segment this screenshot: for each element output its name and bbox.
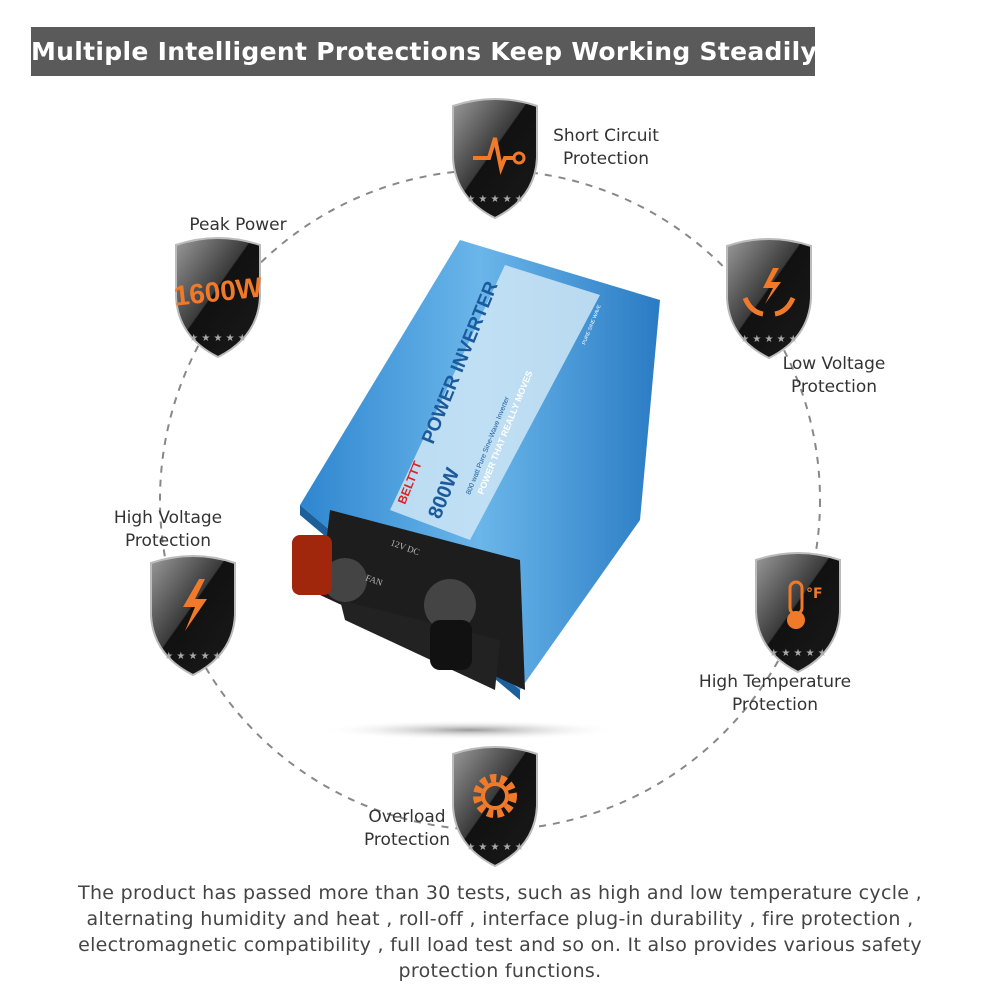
svg-text:★ ★ ★ ★ ★: ★ ★ ★ ★ ★ (740, 334, 798, 345)
description-text: The product has passed more than 30 test… (78, 882, 922, 982)
high-temperature-shield: °F ★ ★ ★ ★ ★ (755, 552, 841, 674)
label-line: Protection (363, 830, 450, 850)
thermometer-icon: °F (787, 580, 823, 629)
label-line: Peak Power (189, 215, 287, 235)
label-line: Low Voltage (782, 354, 886, 374)
label-line: Overload (368, 807, 446, 827)
label-line: Protection (790, 377, 877, 397)
power-inverter-image: 800W POWER INVERTER BELTTT 800 watt Pure… (292, 240, 660, 740)
low-voltage-shield: ★ ★ ★ ★ ★ (726, 238, 812, 360)
svg-text:★ ★ ★ ★ ★: ★ ★ ★ ★ ★ (769, 648, 827, 659)
label-line: High Voltage (113, 508, 223, 528)
dashed-circle: 800W POWER INVERTER BELTTT 800 watt Pure… (159, 169, 821, 831)
svg-text:★ ★ ★ ★ ★: ★ ★ ★ ★ ★ (189, 333, 247, 344)
label-line: Protection (731, 695, 818, 715)
svg-text:★ ★ ★ ★ ★: ★ ★ ★ ★ ★ (164, 651, 222, 662)
peak-power-shield: 1600W ★ ★ ★ ★ ★ (172, 237, 264, 359)
gear-icon (473, 774, 517, 818)
label-peak-power: Peak Power (180, 214, 296, 237)
label-line: High Temperature (698, 672, 852, 692)
lightning-icon (183, 579, 207, 631)
label-line: Protection (124, 531, 211, 551)
overload-shield: ★ ★ ★ ★ ★ (452, 746, 538, 868)
svg-text:★ ★ ★ ★ ★: ★ ★ ★ ★ ★ (466, 842, 524, 853)
hands-lightning-icon (742, 268, 796, 317)
pulse-icon (473, 137, 513, 175)
high-voltage-shield: ★ ★ ★ ★ ★ (150, 555, 236, 677)
short-circuit-shield: ★ ★ ★ ★ ★ (452, 98, 538, 220)
label-line: Short Circuit (553, 126, 659, 146)
svg-text:★ ★ ★ ★ ★: ★ ★ ★ ★ ★ (466, 194, 524, 205)
label-line: Protection (562, 149, 649, 169)
page-title: Multiple Intelligent Protections Keep Wo… (31, 27, 817, 76)
svg-text:°F: °F (806, 586, 823, 602)
